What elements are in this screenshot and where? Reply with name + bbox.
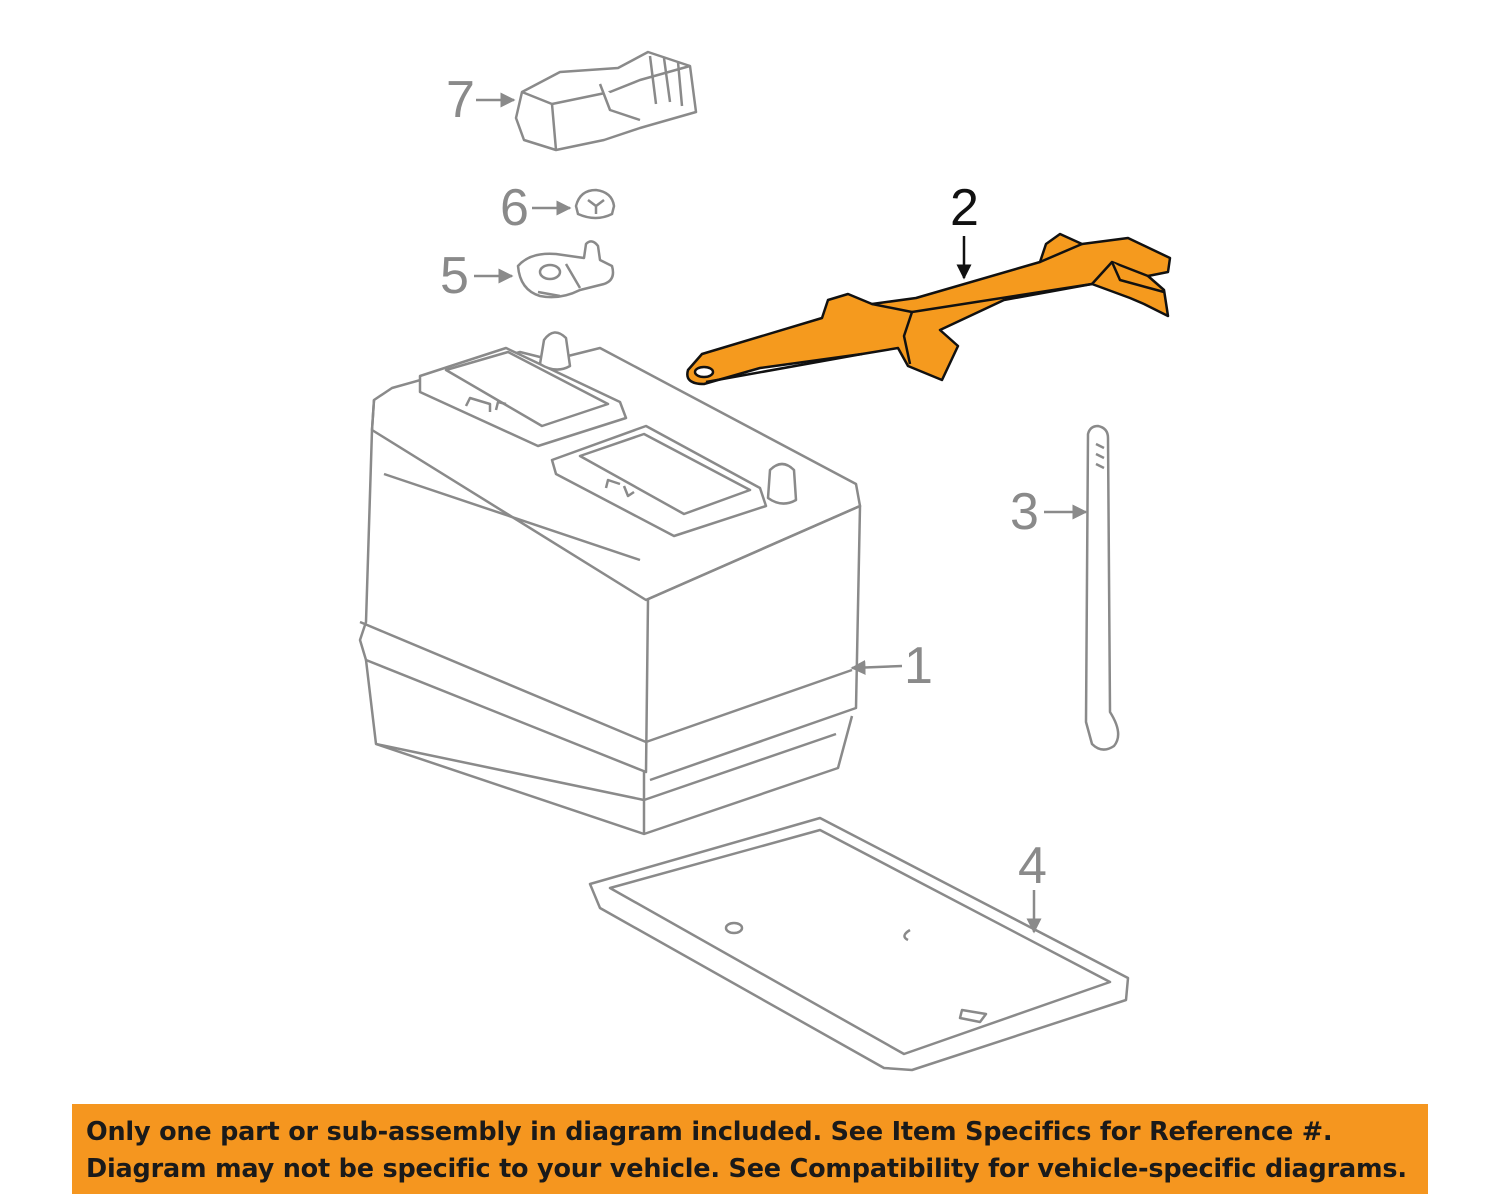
callout-1: 1 — [904, 637, 933, 695]
notice-banner: Only one part or sub-assembly in diagram… — [72, 1104, 1428, 1194]
callout-leader-lines — [474, 92, 1088, 934]
callout-5: 5 — [440, 247, 469, 305]
nut-part-6 — [574, 188, 616, 220]
notice-line-1: Only one part or sub-assembly in diagram… — [86, 1117, 1333, 1147]
hold-down-bracket-part-2 — [686, 232, 1172, 386]
callout-6: 6 — [500, 179, 529, 237]
callout-2: 2 — [950, 179, 979, 237]
battery-part-1 — [358, 331, 862, 836]
terminal-cover-part-7 — [514, 50, 698, 152]
callout-3: 3 — [1010, 483, 1039, 541]
terminal-clamp-part-5 — [516, 240, 615, 299]
callout-7: 7 — [446, 71, 475, 129]
hold-down-rod-part-3 — [1084, 424, 1120, 751]
notice-banner-background — [72, 1104, 1428, 1194]
notice-line-2: Diagram may not be specific to your vehi… — [86, 1154, 1407, 1184]
callout-4: 4 — [1018, 837, 1047, 895]
battery-tray-part-4 — [588, 816, 1130, 1072]
